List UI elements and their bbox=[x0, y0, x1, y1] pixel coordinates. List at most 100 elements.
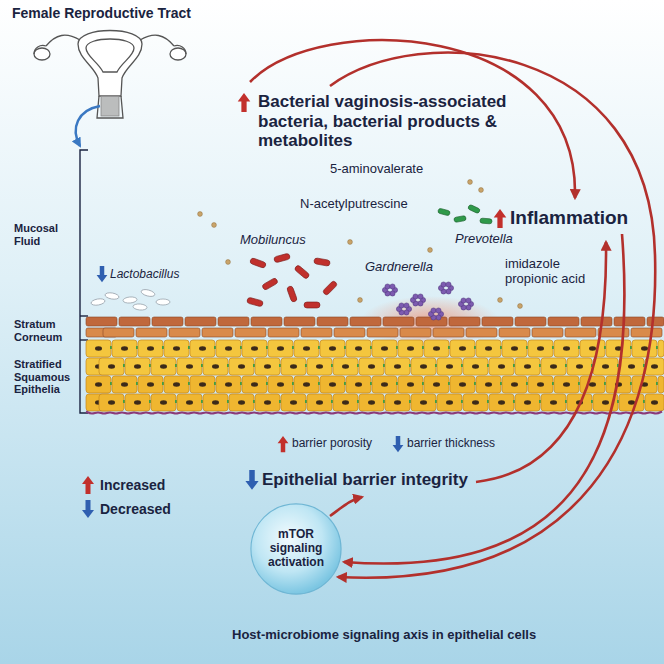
keratin-tile bbox=[647, 317, 664, 326]
lactobacillus-cell bbox=[123, 296, 137, 303]
cell-nucleus bbox=[212, 400, 219, 404]
epithelial-cell bbox=[177, 394, 202, 411]
keratin-tile bbox=[251, 317, 282, 326]
keratin-tile bbox=[136, 328, 167, 337]
epithelial-cell bbox=[424, 340, 449, 357]
keratin-tile bbox=[86, 317, 117, 326]
cell-nucleus bbox=[277, 382, 284, 386]
keratin-tile bbox=[152, 317, 183, 326]
cell-nucleus bbox=[563, 382, 570, 386]
keratin-tile bbox=[268, 328, 299, 337]
cell-nucleus bbox=[147, 346, 154, 350]
gardnerella-cell bbox=[436, 308, 441, 313]
outcome-heading: Epithelial barrier integrity bbox=[262, 470, 468, 490]
keratin-tile bbox=[284, 317, 315, 326]
cell-nucleus bbox=[651, 364, 658, 368]
decrease-arrow bbox=[245, 470, 258, 490]
epithelial-cell bbox=[398, 376, 423, 393]
keratin-tile bbox=[499, 328, 530, 337]
epithelial-cell bbox=[489, 358, 514, 375]
keratin-tile bbox=[631, 328, 662, 337]
metabolite-name: N-acetylputrescine bbox=[300, 197, 408, 212]
epithelial-cell bbox=[268, 376, 293, 393]
cell-nucleus bbox=[212, 364, 219, 368]
epithelial-cell bbox=[242, 376, 267, 393]
uterus-drawing bbox=[34, 31, 186, 119]
prevotella-cell bbox=[468, 204, 481, 214]
cell-nucleus bbox=[550, 364, 557, 368]
cell-nucleus bbox=[355, 382, 362, 386]
metabolite-dot bbox=[468, 180, 473, 185]
epithelial-cell bbox=[320, 376, 345, 393]
cell-nucleus bbox=[472, 364, 479, 368]
metabolite-dot bbox=[498, 298, 503, 303]
metabolite-name: 5-aminovalerate bbox=[330, 162, 423, 177]
cell-nucleus bbox=[134, 400, 141, 404]
epithelial-cell bbox=[281, 394, 306, 411]
increase-arrow bbox=[238, 93, 251, 112]
epithelial-cell bbox=[125, 394, 150, 411]
gardnerella-cell bbox=[399, 303, 404, 308]
cell-nucleus bbox=[651, 400, 658, 404]
gardnerella-cell bbox=[385, 284, 390, 289]
cell-nucleus bbox=[160, 364, 167, 368]
epithelial-cell bbox=[242, 340, 267, 357]
cell-nucleus bbox=[355, 346, 362, 350]
outcome-heading: Inflammation bbox=[510, 207, 628, 229]
barrier-measure: barrier porosity bbox=[292, 437, 372, 451]
epithelial-cell bbox=[398, 340, 423, 357]
epithelial-cell bbox=[463, 358, 488, 375]
legend-text: Increased bbox=[100, 477, 165, 493]
metabolite-name: imidazole propionic acid bbox=[505, 257, 601, 287]
epithelial-cell bbox=[619, 394, 644, 411]
epithelial-cell bbox=[86, 376, 111, 393]
epithelial-cell bbox=[268, 340, 293, 357]
cell-nucleus bbox=[147, 382, 154, 386]
gardnerella-cell bbox=[461, 298, 466, 303]
cell-nucleus bbox=[589, 346, 596, 350]
epithelial-cell bbox=[346, 340, 371, 357]
bacterium-name: Prevotella bbox=[455, 232, 513, 247]
cell-nucleus bbox=[264, 400, 271, 404]
mobiluncus-cell bbox=[249, 257, 266, 268]
gardnerella-cell bbox=[404, 303, 409, 308]
gardnerella-cell bbox=[404, 310, 409, 315]
epithelium-illustration bbox=[86, 296, 664, 414]
epithelial-cell bbox=[489, 394, 514, 411]
cell-nucleus bbox=[186, 364, 193, 368]
decrease-arrow bbox=[393, 436, 404, 452]
epithelial-cell bbox=[346, 376, 371, 393]
epithelial-cell bbox=[515, 394, 540, 411]
gardnerella-cell bbox=[446, 289, 451, 294]
layer-name: Mucosal Fluid bbox=[14, 222, 76, 247]
cell-nucleus bbox=[420, 400, 427, 404]
cell-nucleus bbox=[329, 382, 336, 386]
metabolite-dot bbox=[479, 188, 484, 193]
cell-nucleus bbox=[160, 400, 167, 404]
epithelial-cell bbox=[593, 358, 618, 375]
epithelial-cell bbox=[138, 340, 163, 357]
keratin-tile bbox=[581, 317, 612, 326]
cell-nucleus bbox=[134, 364, 141, 368]
bacterium-name: Lactobacillus bbox=[110, 268, 179, 282]
cell-nucleus bbox=[498, 364, 505, 368]
epithelial-cell bbox=[164, 340, 189, 357]
mobiluncus-cell bbox=[246, 297, 263, 307]
epithelial-cell bbox=[229, 358, 254, 375]
cell-nucleus bbox=[446, 364, 453, 368]
mobiluncus-cell bbox=[262, 277, 279, 290]
keratin-tile bbox=[301, 328, 332, 337]
epithelial-cell bbox=[138, 376, 163, 393]
node-text: mTOR signaling activation bbox=[262, 528, 330, 569]
prevotella-cell bbox=[438, 208, 451, 216]
epithelial-cell bbox=[255, 394, 280, 411]
gardnerella-cell bbox=[390, 291, 395, 296]
keratin-tile bbox=[433, 328, 464, 337]
cell-nucleus bbox=[121, 382, 128, 386]
cell-nucleus bbox=[95, 346, 102, 350]
cell-nucleus bbox=[186, 400, 193, 404]
epithelial-cell bbox=[411, 358, 436, 375]
epithelial-cell bbox=[307, 394, 332, 411]
